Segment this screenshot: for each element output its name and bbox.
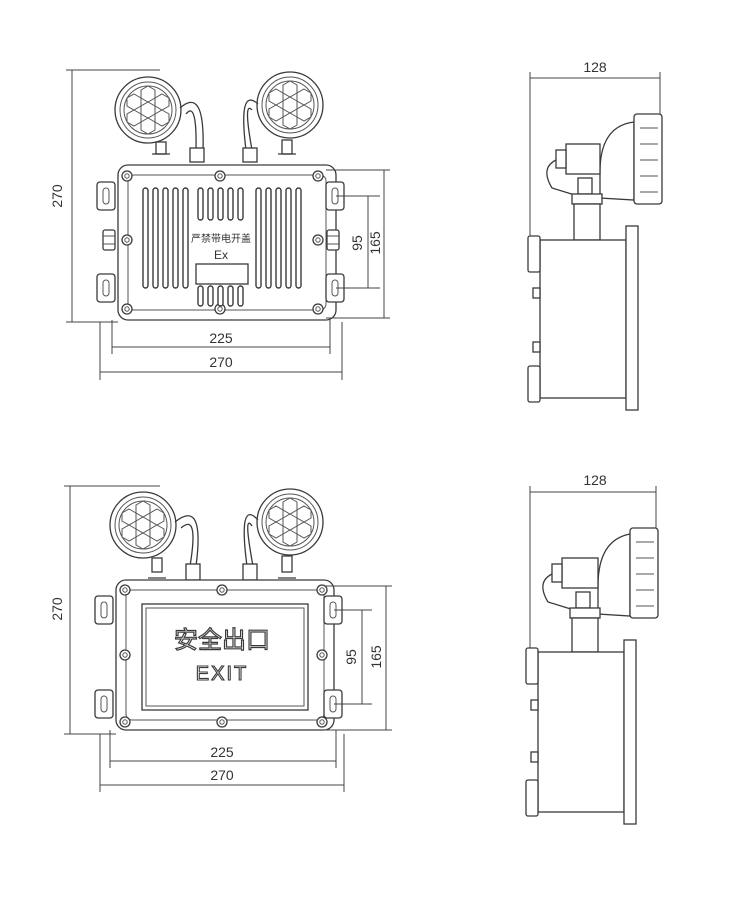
lamp-head-left xyxy=(109,491,177,559)
dimensions-top-front: 270 95 165 225 270 xyxy=(49,69,390,380)
dim-bolt-spacing-inner: 95 xyxy=(349,235,365,251)
dimensions-bottom-front: 270 95 165 225 270 xyxy=(49,485,392,792)
dim-bolt-spacing-inner: 95 xyxy=(343,649,359,665)
dim-depth: 128 xyxy=(583,59,607,75)
enclosure-body xyxy=(115,579,335,731)
dim-width-overall: 270 xyxy=(209,354,233,370)
lamp-head-right xyxy=(256,488,324,556)
lamp-head-left xyxy=(114,76,182,144)
front-view-top: 严禁带电开盖 Ex xyxy=(96,71,345,321)
exit-sign-chinese: 安全出口 xyxy=(174,627,270,654)
dim-bolt-spacing-outer: 165 xyxy=(367,231,383,255)
side-view-bottom: 128 xyxy=(525,472,659,825)
dim-depth: 128 xyxy=(583,472,607,488)
nameplate xyxy=(195,263,249,285)
dim-width-overall: 270 xyxy=(210,767,234,783)
front-view-bottom: 安全出口 EXIT xyxy=(94,488,343,731)
ex-mark-label: Ex xyxy=(214,248,228,262)
lamp-head-right xyxy=(256,71,324,139)
cover-warning-label: 严禁带电开盖 xyxy=(191,232,251,245)
dim-bolt-spacing-outer: 165 xyxy=(368,645,384,669)
dim-width-inner: 225 xyxy=(209,330,233,346)
exit-sign-english: EXIT xyxy=(196,663,248,685)
side-view-top: 128 xyxy=(527,59,663,411)
dim-width-inner: 225 xyxy=(210,744,234,760)
dim-height-overall: 270 xyxy=(49,597,65,621)
dim-height-overall: 270 xyxy=(49,184,65,208)
